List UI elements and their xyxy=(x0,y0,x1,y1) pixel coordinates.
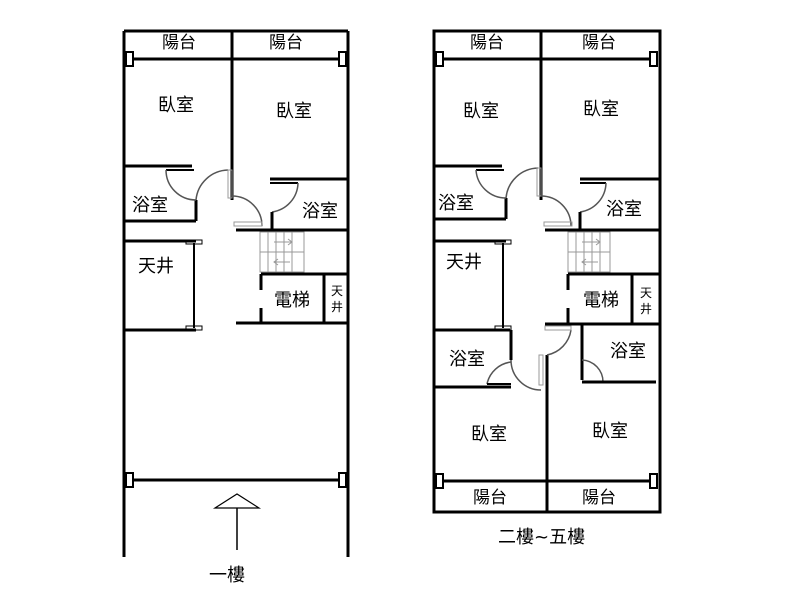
room-label: 浴室 xyxy=(610,341,646,362)
room-label: 天井 xyxy=(138,256,174,277)
column xyxy=(125,51,134,67)
entrance-arrow-icon xyxy=(212,493,262,550)
room-label: 臥室 xyxy=(592,421,628,442)
column xyxy=(338,472,347,488)
room-label: 陽台 xyxy=(473,488,507,508)
column xyxy=(649,473,658,489)
floor-2-5-plan: 陽台 陽台 臥室 臥室 浴室 浴室 天井 電梯 天 井 浴室 浴室 臥室 臥室 … xyxy=(432,29,662,548)
room-label: 浴室 xyxy=(606,199,642,220)
room-label: 天 xyxy=(331,284,343,298)
room-label: 電梯 xyxy=(274,290,310,311)
room-label: 天 xyxy=(640,286,652,300)
staircase xyxy=(259,231,305,273)
room-label: 臥室 xyxy=(471,424,507,445)
column xyxy=(435,473,444,489)
room-label: 電梯 xyxy=(583,290,619,311)
room-label: 臥室 xyxy=(583,99,619,120)
room-label: 天井 xyxy=(446,252,482,273)
room-label: 浴室 xyxy=(132,195,168,216)
staircase xyxy=(567,231,611,273)
room-label: 陽台 xyxy=(269,33,303,53)
floor-caption: 二樓~五樓 xyxy=(498,527,585,548)
room-label: 陽台 xyxy=(582,488,616,508)
column xyxy=(649,51,658,67)
room-label: 臥室 xyxy=(158,95,194,116)
room-label: 井 xyxy=(640,302,652,316)
room-label: 浴室 xyxy=(302,201,338,222)
room-label: 浴室 xyxy=(449,349,485,370)
column xyxy=(338,51,347,67)
room-label: 陽台 xyxy=(162,33,196,53)
room-label: 臥室 xyxy=(276,101,312,122)
column xyxy=(435,51,444,67)
room-label: 臥室 xyxy=(463,101,499,122)
floor-1-plan: 陽台 陽台 臥室 臥室 浴室 浴室 天井 電梯 天 井 一樓 xyxy=(122,29,350,586)
room-label: 井 xyxy=(331,300,343,314)
room-label: 浴室 xyxy=(438,193,474,214)
room-label: 陽台 xyxy=(582,33,616,53)
column xyxy=(125,472,134,488)
room-label: 陽台 xyxy=(470,33,504,53)
floor-caption: 一樓 xyxy=(209,565,245,586)
